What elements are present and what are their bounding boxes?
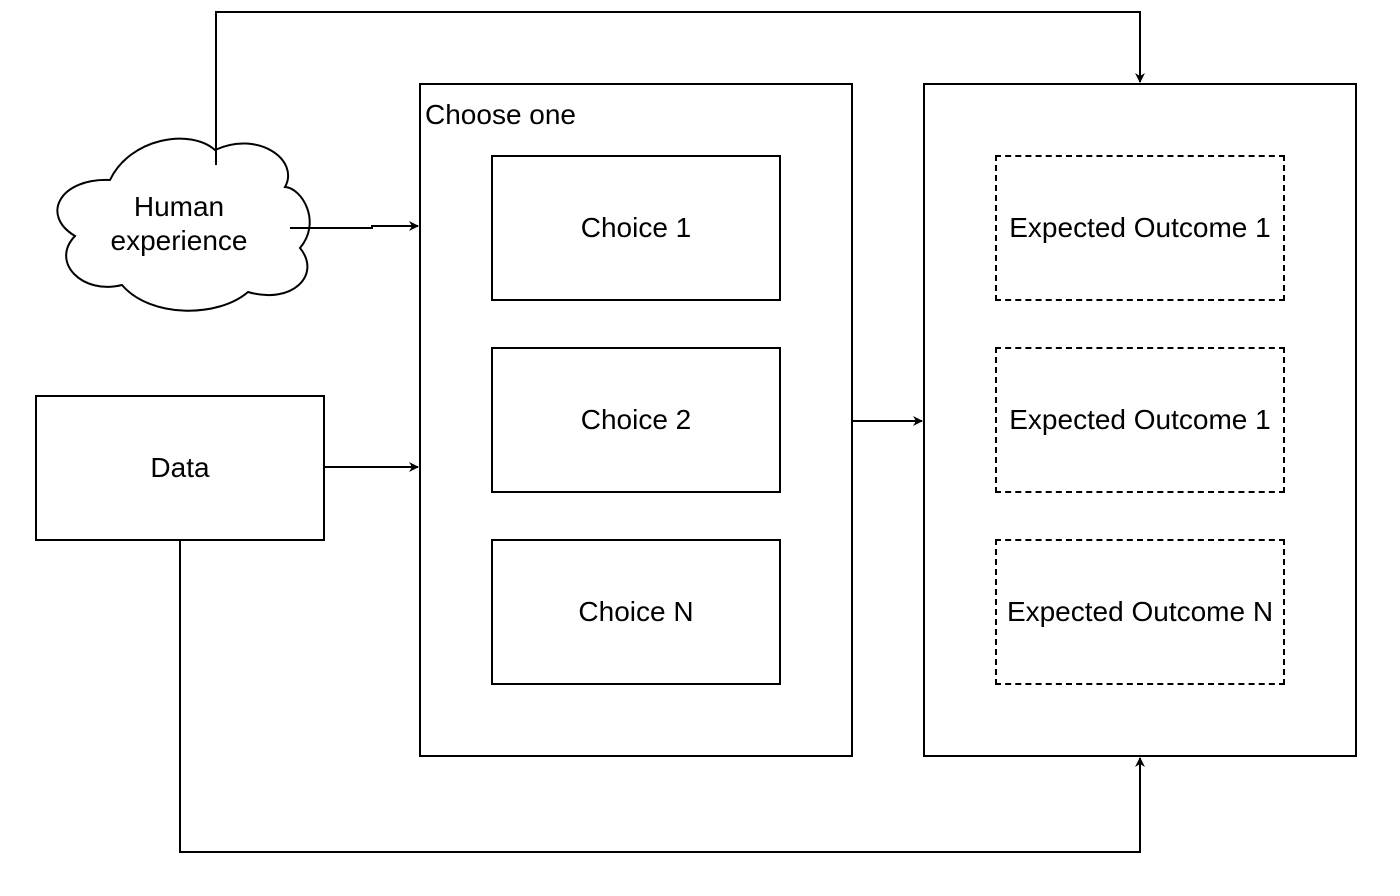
- connector-experience-to-choices: [290, 221, 419, 231]
- choice-2-box[interactable]: Choice 2: [491, 347, 781, 493]
- human-experience-line-1: Human: [133, 191, 225, 222]
- human-experience-label: Human experience: [52, 190, 306, 258]
- choice-n-box[interactable]: Choice N: [491, 539, 781, 685]
- outcome-1-box[interactable]: Expected Outcome 1: [995, 155, 1285, 301]
- choice-1-label: Choice 1: [580, 212, 692, 244]
- choice-n-label: Choice N: [578, 596, 694, 628]
- outcome-1-label: Expected Outcome 1: [1009, 212, 1271, 244]
- outcome-2-label: Expected Outcome 1: [1009, 404, 1271, 436]
- connector-experience-to-outcomes: [215, 11, 1145, 165]
- human-experience-line-2: experience: [110, 225, 248, 256]
- outcome-n-box[interactable]: Expected Outcome N: [995, 539, 1285, 685]
- cloud-shape[interactable]: [56, 137, 311, 312]
- choose-one-label: Choose one: [425, 99, 577, 130]
- outcome-2-box[interactable]: Expected Outcome 1: [995, 347, 1285, 493]
- connector-data-to-outcomes: [179, 540, 1145, 853]
- outcome-n-label: Expected Outcome N: [1006, 596, 1274, 628]
- outcomes-group[interactable]: [923, 83, 1357, 757]
- data-label: Data: [150, 452, 210, 484]
- data-box[interactable]: Data: [35, 395, 325, 541]
- choice-1-box[interactable]: Choice 1: [491, 155, 781, 301]
- choose-one-group[interactable]: Choose one: [419, 83, 853, 757]
- choice-2-label: Choice 2: [580, 404, 692, 436]
